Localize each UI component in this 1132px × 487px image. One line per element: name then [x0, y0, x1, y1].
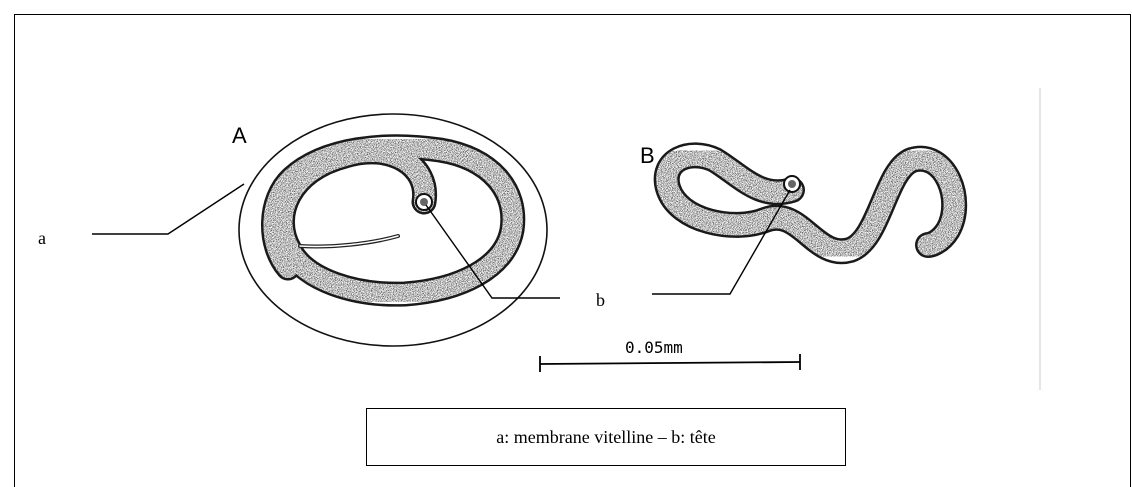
label-b: b	[596, 291, 605, 309]
label-a: a	[38, 229, 46, 247]
leader-line-a	[92, 184, 244, 234]
panel-b-label: B	[640, 145, 655, 167]
panel-a-label: A	[232, 125, 247, 147]
scale-bar-label: 0.05mm	[625, 340, 683, 356]
caption-text: a: membrane vitelline – b: tête	[496, 427, 715, 448]
figure-caption: a: membrane vitelline – b: tête	[366, 408, 846, 466]
